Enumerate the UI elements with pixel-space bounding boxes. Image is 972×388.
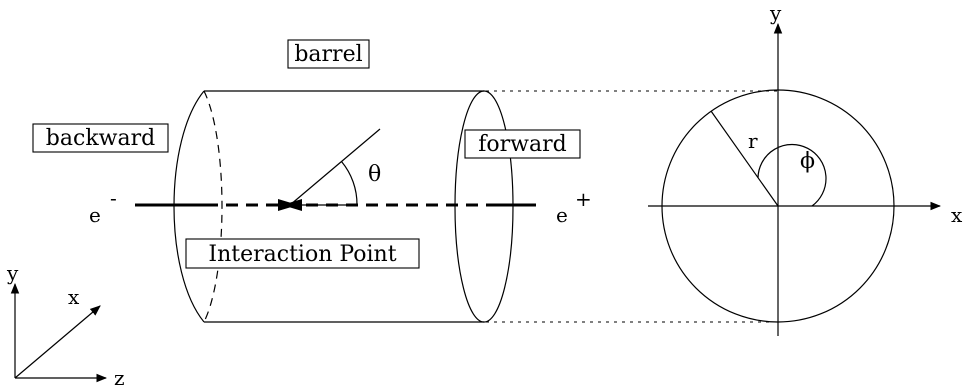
theta-ray (289, 128, 381, 206)
label-electron-charge: - (110, 186, 117, 210)
label-transverse-x: x (951, 203, 963, 227)
cylinder-back-ellipse-hidden-half (203, 90, 223, 323)
transverse-view (648, 22, 942, 336)
detector-cylinder (173, 90, 514, 323)
label-phi: ϕ (800, 149, 815, 174)
label-backward: backward (46, 126, 155, 151)
label-interaction-point: Interaction Point (208, 242, 396, 267)
label-radius: r (748, 129, 758, 153)
label-corner-z: z (114, 366, 125, 388)
theta-construction (289, 128, 381, 206)
label-forward: forward (478, 132, 566, 157)
radius-line (710, 110, 779, 207)
label-corner-x: x (68, 285, 80, 309)
projection-lines (486, 90, 778, 323)
label-electron: e (89, 203, 101, 227)
corner-x-axis (14, 305, 101, 379)
label-theta: θ (368, 162, 381, 187)
label-barrel-box: barrel (287, 39, 370, 69)
label-corner-y: y (6, 261, 19, 285)
label-positron-charge: + (575, 187, 592, 211)
corner-axes (10, 282, 108, 383)
theta-arc (341, 161, 358, 206)
label-barrel: barrel (294, 42, 362, 67)
phi-arc (757, 143, 827, 207)
label-interaction-point-box: Interaction Point (185, 238, 420, 269)
label-transverse-y: y (769, 1, 782, 25)
label-positron: e (556, 203, 568, 227)
label-forward-box: forward (464, 129, 581, 159)
label-backward-box: backward (32, 123, 169, 153)
